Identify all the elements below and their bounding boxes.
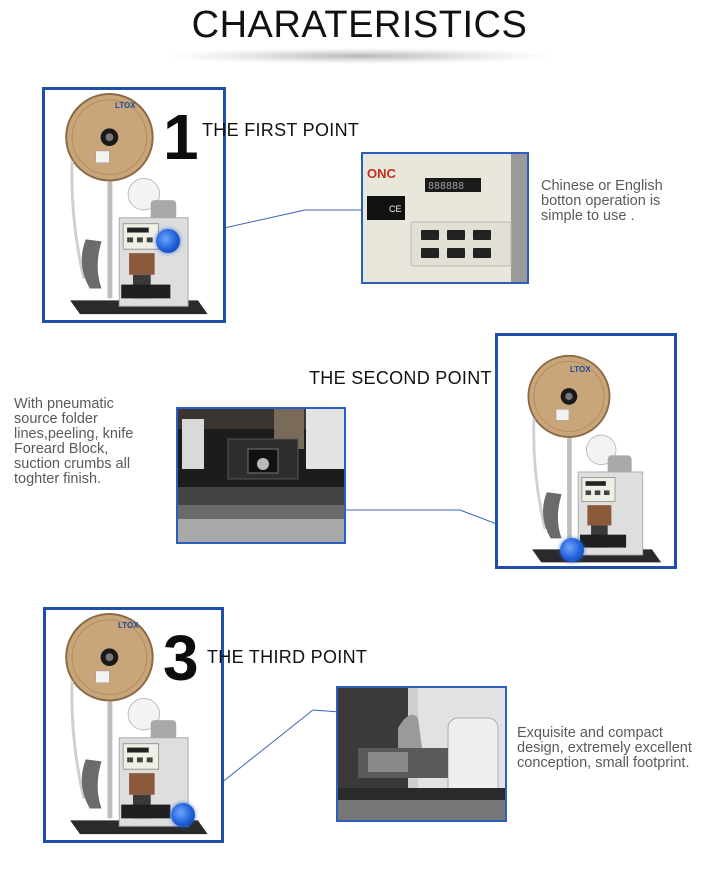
crimp-mechanism-illustration <box>178 409 344 542</box>
point-label-3: THE THIRD POINT <box>207 647 368 667</box>
description-line: simple to use . <box>541 208 635 224</box>
title-underline-shadow <box>165 48 555 64</box>
crimp-mechanism-detail <box>176 407 346 544</box>
description-line: With pneumatic <box>14 396 114 412</box>
description-line: Exquisite and compact <box>517 725 663 741</box>
control-panel-detail: ONC 888888 CE <box>361 152 529 284</box>
description-line: conception, small footprint. <box>517 755 690 771</box>
machine-photo-frame-2: LTOX <box>495 333 677 569</box>
control-panel-illustration: ONC 888888 CE <box>363 154 527 282</box>
machine-illustration-1: LTOX <box>64 92 210 316</box>
point-number-3: 3 <box>163 622 199 694</box>
point-number-1: 1 <box>163 101 199 173</box>
compact-design-illustration <box>338 688 505 820</box>
description-line: botton operation is <box>541 193 661 209</box>
description-line: Chinese or English <box>541 178 663 194</box>
panel-brand-text: ONC <box>367 166 397 181</box>
description-line: design, extremely excellent <box>517 740 692 756</box>
machine-illustration-3: LTOX <box>64 612 210 836</box>
point-description-1: Chinese or English botton operation is s… <box>541 179 716 224</box>
description-line: Foreard Block, <box>14 441 109 457</box>
description-line: toghter finish. <box>14 471 102 487</box>
point-description-2: With pneumatic source folder lines,peeli… <box>14 397 184 487</box>
reel-brand-text-3: LTOX <box>118 621 139 630</box>
reel-brand-text-2: LTOX <box>570 365 591 374</box>
description-line: suction crumbs all <box>14 456 131 472</box>
machine-photo-frame-1: LTOX <box>42 87 226 323</box>
callout-dot-2 <box>560 538 584 562</box>
point-label-2: THE SECOND POINT <box>309 368 492 388</box>
compact-design-detail <box>336 686 507 822</box>
point-description-3: Exquisite and compact design, extremely … <box>517 726 719 771</box>
point-label-1: THE FIRST POINT <box>202 120 360 140</box>
callout-dot-3 <box>171 803 195 827</box>
machine-photo-frame-3: LTOX <box>43 607 224 843</box>
page-title: CHARATERISTICS <box>191 4 528 46</box>
description-line: lines,peeling, knife <box>14 426 134 442</box>
description-line: source folder <box>14 411 98 427</box>
reel-brand-text-1: LTOX <box>115 101 136 110</box>
ce-badge: CE <box>389 204 402 214</box>
callout-dot-1 <box>156 229 180 253</box>
machine-illustration-2: LTOX <box>526 354 663 564</box>
panel-display-digits: 888888 <box>428 181 464 192</box>
